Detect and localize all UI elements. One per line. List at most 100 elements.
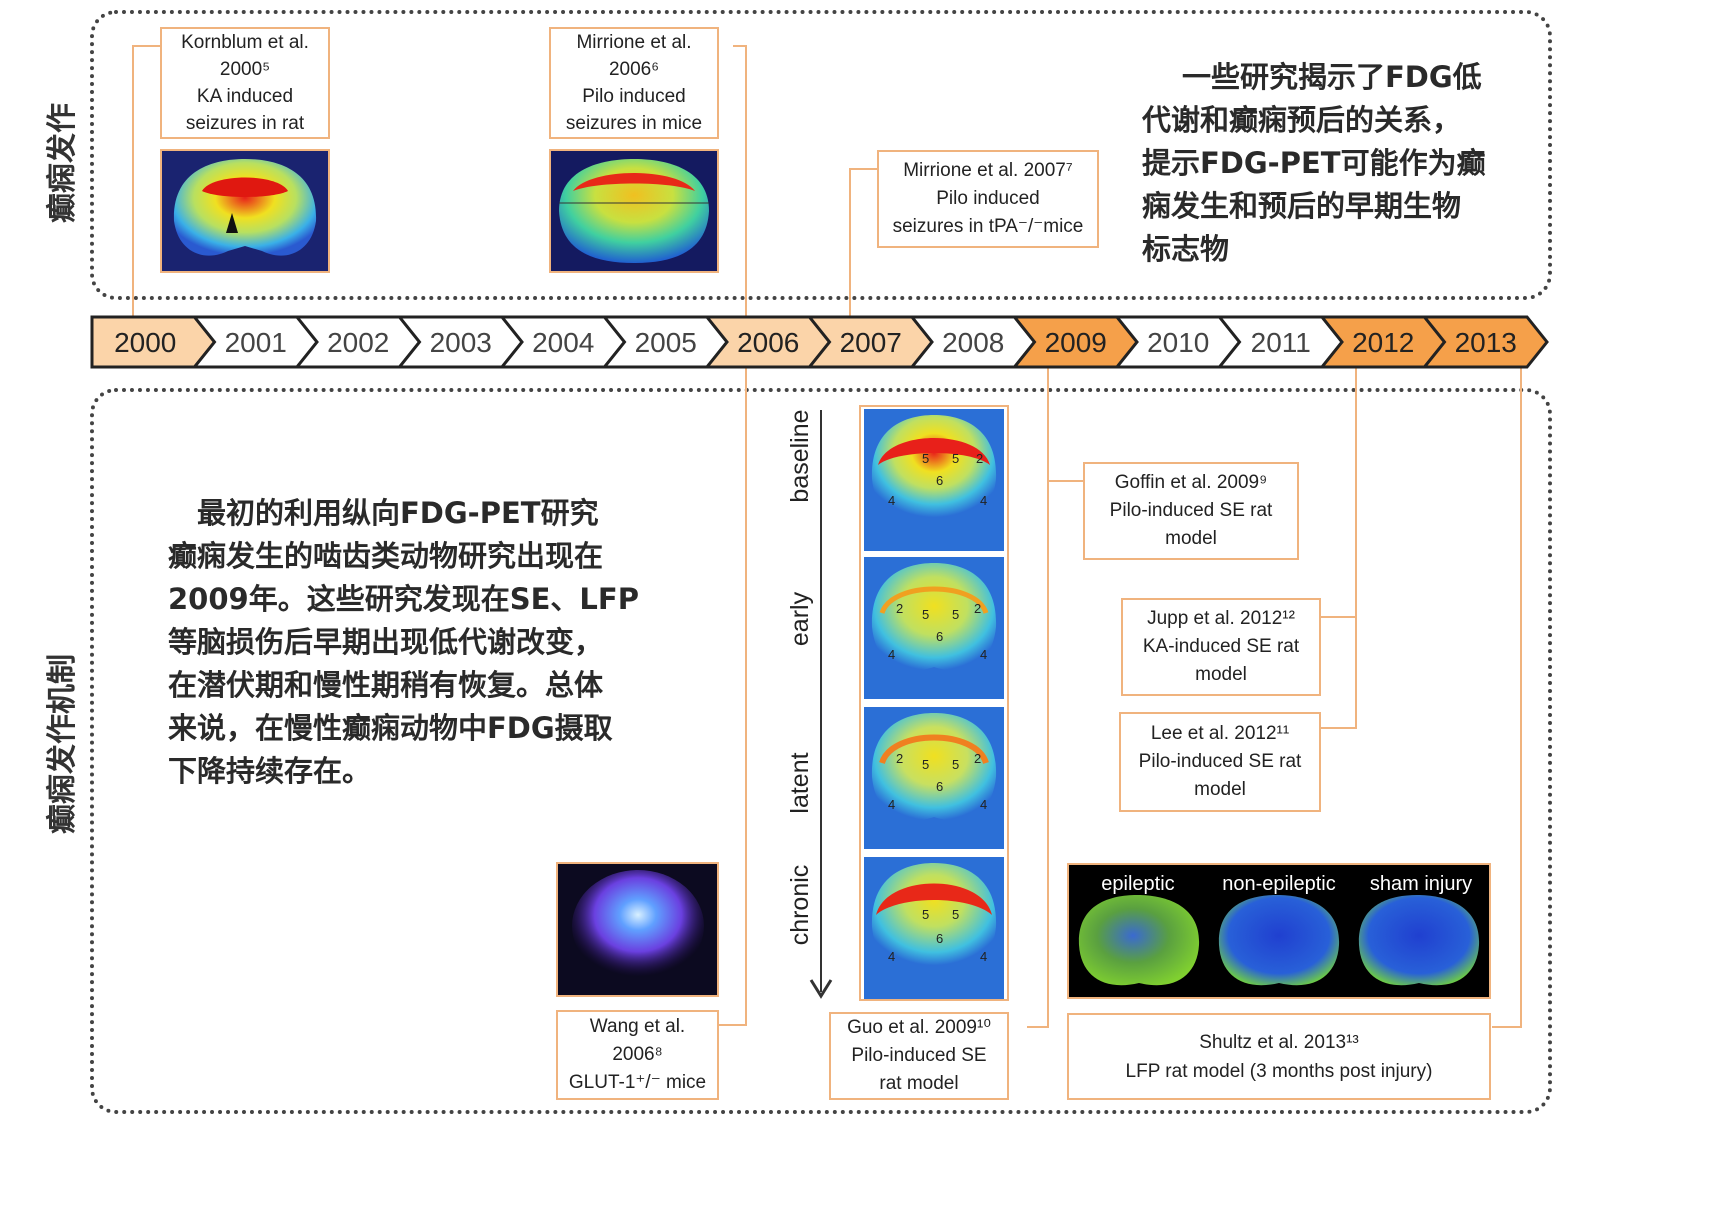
bottom-summary-line: 癫痫发生的啮齿类动物研究出现在 bbox=[168, 539, 604, 573]
citation-kornblum-2000: Kornblum et al. 2000⁵ KA induced seizure… bbox=[160, 27, 330, 139]
connector-2007 bbox=[849, 168, 851, 318]
citation-line: Pilo-induced SE rat bbox=[1109, 500, 1273, 521]
citation-line: 2000⁵ bbox=[219, 59, 271, 80]
brain-region-number: 2 bbox=[974, 601, 982, 616]
pet-image-mirrione-2006 bbox=[549, 149, 719, 273]
citation-mirrione-2006: Mirrione et al. 2006⁶ Pilo induced seizu… bbox=[549, 27, 719, 139]
guo-panel-latent bbox=[864, 707, 1004, 849]
bottom-summary-line: 来说，在慢性癫痫动物中FDG摄取 bbox=[168, 711, 613, 745]
citation-line: Kornblum et al. bbox=[181, 32, 309, 53]
brain-region-number: 5 bbox=[922, 757, 930, 772]
brain-region-number: 6 bbox=[936, 473, 944, 488]
connector-2009 bbox=[1047, 368, 1049, 1028]
brain-region-number: 5 bbox=[952, 757, 960, 772]
citation-line: Wang et al. bbox=[589, 1016, 686, 1037]
connector-2007-tick bbox=[849, 168, 877, 170]
shultz-image-panel: epileptic non-epileptic sham injury bbox=[1067, 863, 1491, 999]
brain-region-number: 4 bbox=[980, 493, 988, 508]
citation-goffin-2009: Goffin et al. 2009⁹ Pilo-induced SE rat … bbox=[1083, 462, 1299, 560]
connector-2000 bbox=[132, 45, 134, 317]
timeline-year-2000: 2000 bbox=[114, 327, 176, 358]
top-region-frame bbox=[90, 10, 1552, 300]
timeline-year-2002: 2002 bbox=[327, 327, 389, 358]
citation-line: Pilo induced bbox=[582, 86, 686, 107]
brain-region-number: 2 bbox=[974, 751, 982, 766]
brain-region-number: 5 bbox=[952, 607, 960, 622]
timeline-year-2012: 2012 bbox=[1352, 327, 1414, 358]
citation-line: 2006⁸ bbox=[612, 1044, 663, 1065]
connector-2006-bottom bbox=[745, 368, 747, 1026]
top-summary-line: 痫发生和预后的早期生物 bbox=[1142, 189, 1462, 223]
brain-region-number: 4 bbox=[888, 647, 896, 662]
brain-region-number: 4 bbox=[980, 797, 988, 812]
timeline-year-2011: 2011 bbox=[1251, 327, 1311, 358]
connector-2009-guo-tick bbox=[1027, 1026, 1049, 1028]
brain-region-number: 6 bbox=[936, 931, 944, 946]
timeline-year-2005: 2005 bbox=[635, 327, 697, 358]
side-label-mechanism: 癫痫发作机制 bbox=[45, 654, 80, 834]
timeline-year-2007: 2007 bbox=[840, 327, 902, 358]
citation-line: GLUT-1⁺/⁻ mice bbox=[568, 1072, 707, 1093]
top-summary-line: 提示FDG-PET可能作为癫 bbox=[1142, 146, 1486, 180]
top-summary-line: 一些研究揭示了FDG低 bbox=[1182, 60, 1482, 94]
timeline-year-2010: 2010 bbox=[1147, 327, 1209, 358]
pet-image-kornblum bbox=[160, 149, 330, 273]
time-arrow bbox=[809, 410, 833, 999]
brain-region-number: 4 bbox=[888, 797, 896, 812]
citation-guo-2009: Guo et al. 2009¹⁰ Pilo-induced SE rat mo… bbox=[829, 1012, 1009, 1100]
citation-shultz-2013: Shultz et al. 2013¹³ LFP rat model (3 mo… bbox=[1067, 1013, 1491, 1100]
bottom-summary-line: 2009年。这些研究发现在SE、LFP bbox=[168, 582, 639, 616]
citation-lee-2012: Lee et al. 2012¹¹ Pilo-induced SE rat mo… bbox=[1119, 712, 1321, 812]
connector-2000-tick bbox=[132, 45, 160, 47]
guo-panel-baseline bbox=[864, 409, 1004, 551]
bottom-summary-line: 在潜伏期和慢性期稍有恢复。总体 bbox=[168, 668, 604, 702]
timeline-year-2009: 2009 bbox=[1045, 327, 1107, 358]
brain-region-number: 5 bbox=[922, 451, 930, 466]
bottom-summary-line: 等脑损伤后早期出现低代谢改变， bbox=[168, 625, 604, 659]
brain-region-number: 5 bbox=[922, 607, 930, 622]
timeline-year-2013: 2013 bbox=[1455, 327, 1517, 358]
brain-region-number: 5 bbox=[922, 907, 930, 922]
connector-2006-top-tick bbox=[733, 45, 747, 47]
connector-2006-bottom-tick bbox=[719, 1024, 747, 1026]
citation-line: rat model bbox=[879, 1073, 959, 1094]
brain-region-number: 4 bbox=[980, 647, 988, 662]
brain-region-number: 6 bbox=[936, 629, 944, 644]
brain-region-number: 2 bbox=[896, 751, 904, 766]
brain-region-number: 2 bbox=[976, 451, 984, 466]
citation-line: seizures in mice bbox=[565, 113, 703, 134]
citation-line: 2006⁶ bbox=[608, 59, 660, 80]
timeline-year-2003: 2003 bbox=[430, 327, 492, 358]
guo-panel-chronic bbox=[864, 857, 1004, 999]
connector-2012-lee-tick bbox=[1321, 727, 1357, 729]
citation-line: seizures in rat bbox=[185, 113, 305, 134]
connector-2006-top bbox=[745, 45, 747, 317]
citation-line: seizures in tPA⁻/⁻mice bbox=[892, 216, 1084, 237]
connector-2013-tick bbox=[1492, 1026, 1522, 1028]
bottom-summary-line: 下降持续存在。 bbox=[168, 754, 372, 788]
citation-line: Jupp et al. 2012¹² bbox=[1147, 608, 1295, 629]
citation-line: Mirrione et al. bbox=[576, 32, 692, 53]
citation-line: Pilo-induced SE bbox=[851, 1045, 987, 1066]
connector-2012 bbox=[1355, 368, 1357, 728]
pet-image-wang bbox=[556, 862, 719, 997]
connector-2012-jupp-tick bbox=[1321, 616, 1357, 618]
brain-region-number: 6 bbox=[936, 779, 944, 794]
citation-wang-2006: Wang et al. 2006⁸ GLUT-1⁺/⁻ mice bbox=[556, 1010, 719, 1100]
citation-line: Goffin et al. 2009⁹ bbox=[1114, 472, 1268, 493]
bottom-region-frame bbox=[90, 388, 1552, 1114]
timeline-chevron-2013 bbox=[1421, 315, 1549, 369]
brain-region-number: 2 bbox=[896, 601, 904, 616]
side-label-seizure: 癫痫发作 bbox=[45, 103, 80, 223]
citation-line: Pilo-induced SE rat bbox=[1138, 751, 1302, 772]
bottom-summary-text: 最初的利用纵向FDG-PET研究 癫痫发生的啮齿类动物研究出现在 2009年。这… bbox=[168, 492, 639, 793]
timeline-year-2008: 2008 bbox=[942, 327, 1004, 358]
citation-line: Mirrione et al. 2007⁷ bbox=[903, 160, 1073, 181]
citation-line: Lee et al. 2012¹¹ bbox=[1150, 723, 1290, 744]
brain-region-number: 4 bbox=[980, 949, 988, 964]
top-summary-text: 一些研究揭示了FDG低 代谢和癫痫预后的关系， 提示FDG-PET可能作为癫 痫… bbox=[1142, 56, 1486, 271]
citation-mirrione-2007: Mirrione et al. 2007⁷ Pilo induced seizu… bbox=[877, 150, 1099, 248]
citation-line: Pilo induced bbox=[936, 188, 1040, 209]
